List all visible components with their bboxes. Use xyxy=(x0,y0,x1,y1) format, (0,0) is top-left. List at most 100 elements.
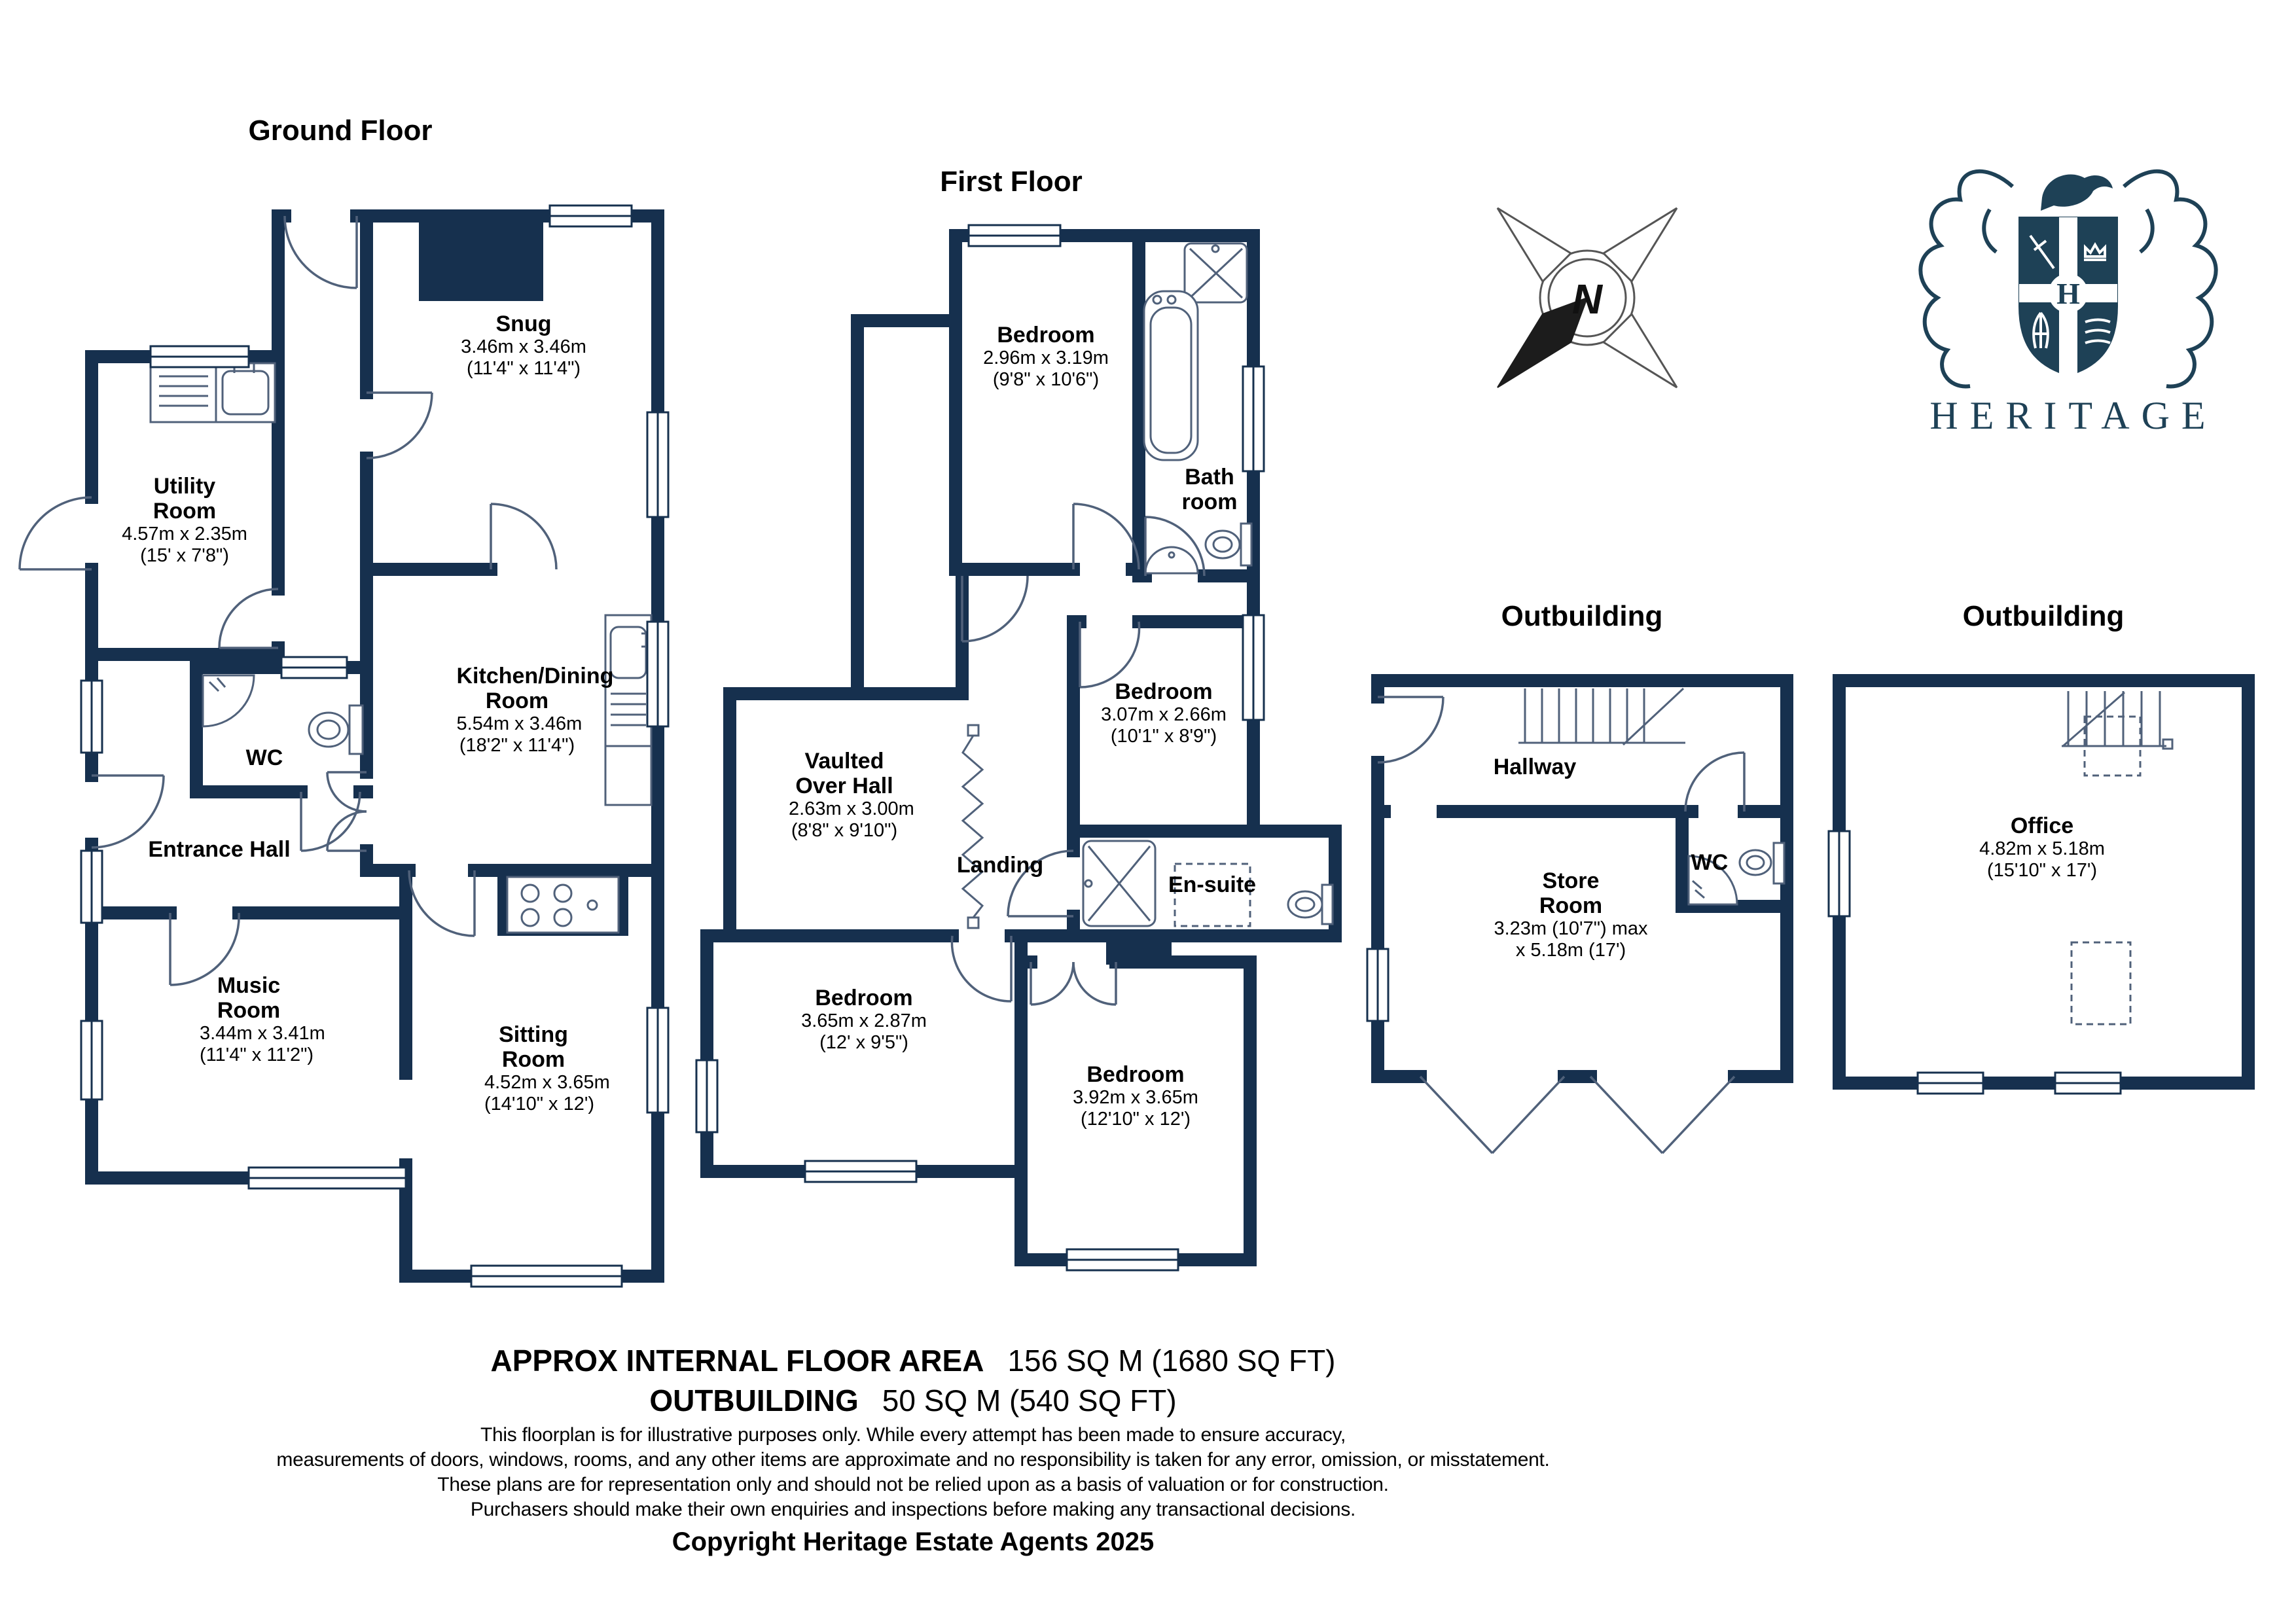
room-name: Landing xyxy=(956,853,1044,878)
outbuilding-wc-toilet-icon xyxy=(1738,842,1785,885)
heritage-crest-icon: H HERITAGE xyxy=(1918,171,2217,437)
first-floor-title: First Floor xyxy=(940,166,1083,198)
room-dims-m: 2.96m x 3.19m xyxy=(983,348,1109,368)
internal-floor-area-label: APPROX INTERNAL FLOOR AREA xyxy=(490,1344,984,1378)
first-floor-windows xyxy=(695,224,1265,1272)
disclaimer-line-3: These plans are for representation only … xyxy=(437,1474,1389,1495)
internal-floor-area-line: APPROX INTERNAL FLOOR AREA 156 SQ M (1680… xyxy=(118,1343,1708,1378)
outbuilding-2-title: Outbuilding xyxy=(1962,600,2125,632)
outbuilding-2-dashed-area-2 xyxy=(2070,941,2132,1026)
room-label-outbuilding-wc: WC xyxy=(1691,850,1729,875)
room-dims-m: 4.52m x 3.65m xyxy=(484,1072,610,1093)
outbuilding-1-plan xyxy=(1366,674,1793,1154)
room-name: Office xyxy=(2010,813,2074,838)
outbuilding-2-windows xyxy=(1827,830,2122,1095)
outbuilding-wc-basin-icon xyxy=(1687,855,1738,906)
bathroom-basin-icon xyxy=(1144,546,1199,575)
room-dims-ft: (18'2" x 11'4") xyxy=(459,735,575,756)
ensuite-dashed-area xyxy=(1174,863,1251,927)
crest-monogram: H xyxy=(2056,277,2080,310)
room-name: Bedroom xyxy=(1086,1062,1185,1087)
outbuilding-1-walls xyxy=(1371,674,1793,1083)
room-name: Hallway xyxy=(1493,755,1577,779)
room-dims-ft: (8'8" x 9'10") xyxy=(791,820,898,841)
utility-sink-icon xyxy=(149,362,276,423)
outbuilding-1-stairs-icon xyxy=(1518,687,1685,746)
room-label-bathroom: Bath room xyxy=(1170,465,1249,514)
room-dims-m: 3.65m x 2.87m xyxy=(801,1010,927,1031)
room-dims-m: 3.46m x 3.46m xyxy=(461,336,586,357)
room-label-vaulted-over-hall: Vaulted Over Hall 2.63m x 3.00m (8'8" x … xyxy=(789,749,914,842)
room-name: WC xyxy=(245,745,283,770)
outbuilding-area-label: OUTBUILDING xyxy=(649,1383,859,1418)
room-label-utility: Utility Room 4.57m x 2.35m (15' x 7'8") xyxy=(119,474,250,567)
disclaimer-line-4: Purchasers should make their own enquiri… xyxy=(470,1499,1356,1520)
room-label-store-room: Store Room 3.23m (10'7") max x 5.18m (17… xyxy=(1473,868,1669,961)
outbuilding-2-stairs-icon xyxy=(2062,691,2174,750)
room-label-ensuite: En-suite xyxy=(1168,872,1256,897)
room-dims-ft: (10'1" x 8'9") xyxy=(1110,726,1217,747)
room-dims-ft: (11'4" x 11'2") xyxy=(200,1044,314,1065)
room-dims-m: 3.23m (10'7") max xyxy=(1494,918,1648,939)
room-dims-m: 3.92m x 3.65m xyxy=(1073,1087,1198,1108)
room-dims-m: 2.63m x 3.00m xyxy=(789,798,914,819)
room-dims-ft: (12'10" x 12') xyxy=(1080,1109,1191,1130)
room-label-office: Office 4.82m x 5.18m (15'10" x 17') xyxy=(1979,813,2105,882)
room-name: Bath room xyxy=(1181,465,1238,514)
snug-chimney-breast xyxy=(419,223,543,301)
room-name: Store Room xyxy=(1539,868,1603,918)
room-label-kitchen: Kitchen/Dining Room 5.54m x 3.46m (18'2"… xyxy=(456,664,614,757)
hob-icon xyxy=(520,883,598,927)
room-label-bedroom-4: Bedroom 3.92m x 3.65m (12'10" x 12') xyxy=(1073,1062,1198,1130)
room-name: WC xyxy=(1691,850,1729,875)
crest-quarter-icons xyxy=(2029,234,2111,349)
stairs-icon xyxy=(961,724,984,929)
room-dims-m: 5.54m x 3.46m xyxy=(456,713,583,734)
shower-icon xyxy=(1183,242,1248,304)
room-label-hallway: Hallway xyxy=(1494,755,1577,779)
room-name: Music Room xyxy=(217,973,281,1023)
footer: APPROX INTERNAL FLOOR AREA 156 SQ M (1680… xyxy=(118,1343,1708,1557)
room-dims-ft: (12' x 9'5") xyxy=(819,1032,908,1053)
internal-floor-area-value: 156 SQ M (1680 SQ FT) xyxy=(1007,1344,1336,1378)
room-dims-ft: (15'10" x 17') xyxy=(1986,860,2098,881)
room-name: Entrance Hall xyxy=(148,837,291,862)
room-label-bedroom-3: Bedroom 3.65m x 2.87m (12' x 9'5") xyxy=(801,986,927,1054)
room-dims-m: 4.82m x 5.18m xyxy=(1979,838,2105,859)
room-label-sitting-room: Sitting Room 4.52m x 3.65m (14'10" x 12'… xyxy=(484,1022,610,1115)
crest-bird xyxy=(2041,174,2113,211)
outbuilding-1-doors xyxy=(1377,696,1746,1154)
disclaimer-line-2: measurements of doors, windows, rooms, a… xyxy=(276,1449,1550,1471)
outbuilding-area-value: 50 SQ M (540 SQ FT) xyxy=(882,1383,1177,1418)
room-label-snug: Snug 3.46m x 3.46m (11'4" x 11'4") xyxy=(461,312,586,380)
ensuite-shower-icon xyxy=(1082,840,1157,927)
room-label-music-room: Music Room 3.44m x 3.41m (11'4" x 11'2") xyxy=(200,973,325,1066)
room-dims-m: 3.07m x 2.66m xyxy=(1101,704,1227,725)
heritage-wordmark: HERITAGE xyxy=(1929,394,2217,437)
room-label-wc: WC xyxy=(246,745,283,770)
room-name: Bedroom xyxy=(1115,679,1213,704)
room-dims-m: 3.44m x 3.41m xyxy=(200,1023,325,1044)
room-label-entrance-hall: Entrance Hall xyxy=(147,837,291,862)
first-floor-plan xyxy=(695,224,1342,1272)
room-name: Sitting Room xyxy=(499,1022,568,1072)
kitchen-sink-icon xyxy=(604,614,653,806)
first-floor-doors xyxy=(950,503,1206,1006)
first-floor-solid-block xyxy=(1106,936,1172,965)
room-dims-ft: (11'4" x 11'4") xyxy=(466,358,581,379)
compass-north-label: N xyxy=(1572,276,1604,323)
room-dims-ft: (14'10" x 12') xyxy=(484,1094,595,1115)
compass-icon: N xyxy=(1496,207,1678,389)
room-dims-ft: (9'8" x 10'6") xyxy=(992,369,1100,390)
outbuilding-1-windows xyxy=(1366,948,1390,1022)
ground-floor-doors xyxy=(18,215,558,986)
outbuilding-2-plan xyxy=(1827,674,2255,1095)
room-name: Kitchen/Dining Room xyxy=(456,664,614,713)
disclaimer-line-1: This floorplan is for illustrative purpo… xyxy=(480,1424,1346,1446)
outbuilding-2-dashed-area-1 xyxy=(2083,715,2142,777)
wc-toilet-icon xyxy=(308,704,364,755)
outbuilding-area-line: OUTBUILDING 50 SQ M (540 SQ FT) xyxy=(118,1383,1708,1418)
wc-basin-icon xyxy=(202,674,255,728)
room-name: En-suite xyxy=(1168,872,1257,897)
